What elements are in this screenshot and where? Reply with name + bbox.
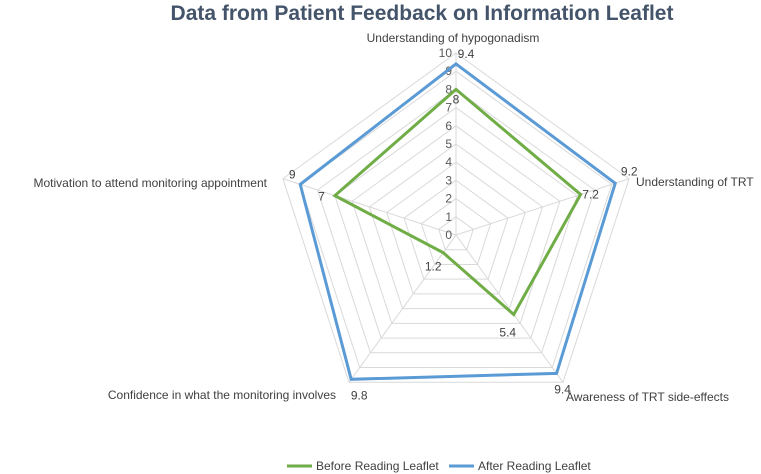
- grid-spoke-2: [455, 234, 564, 383]
- grid-ring-7: [334, 106, 578, 339]
- tick-label-7: 7: [445, 101, 452, 115]
- data-label-after-1: 9.2: [621, 164, 638, 178]
- grid-ring-8: [316, 88, 596, 354]
- tick-label-3: 3: [445, 173, 452, 187]
- grid-spoke-4: [282, 178, 457, 236]
- tick-label-2: 2: [445, 192, 452, 206]
- data-label-before-2: 5.4: [499, 326, 516, 340]
- radar-series: [298, 62, 617, 381]
- tick-label-6: 6: [445, 119, 452, 133]
- category-label-2: Awareness of TRT side-effects: [566, 390, 729, 404]
- category-label-0: Understanding of hypogonadism: [367, 31, 540, 45]
- legend-label-before: Before Reading Leaflet: [316, 459, 439, 473]
- grid-ring-10: [282, 52, 630, 383]
- grid-spoke-1: [455, 178, 630, 236]
- grid-ring-6: [351, 125, 561, 324]
- category-label-4: Motivation to attend monitoring appointm…: [34, 176, 268, 190]
- tick-label-10: 10: [439, 46, 453, 60]
- category-label-1: Understanding of TRT: [636, 175, 754, 189]
- tick-label-5: 5: [445, 137, 452, 151]
- data-label-before-0: 8: [453, 92, 460, 106]
- legend-label-after: After Reading Leaflet: [478, 459, 591, 473]
- grid-ring-3: [403, 179, 509, 280]
- data-label-before-4: 7: [318, 190, 325, 204]
- chart-title: Data from Patient Feedback on Informatio…: [171, 2, 674, 25]
- tick-label-8: 8: [445, 82, 452, 96]
- grid-ring-4: [386, 161, 526, 295]
- data-label-after-2: 9.4: [554, 382, 571, 396]
- data-label-after-4: 9: [289, 167, 296, 181]
- data-label-before-3: 1.2: [425, 260, 442, 274]
- data-label-before-1: 7.2: [582, 188, 599, 202]
- grid-ring-1: [438, 216, 474, 251]
- tick-label-1: 1: [445, 210, 452, 224]
- category-label-3: Confidence in what the monitoring involv…: [108, 388, 336, 402]
- series-line-0: [332, 87, 583, 317]
- tick-label-4: 4: [445, 155, 452, 169]
- series-line-1: [298, 62, 617, 381]
- grid-ring-5: [368, 143, 544, 310]
- grid-spoke-3: [348, 234, 457, 383]
- tick-label-0: 0: [445, 228, 452, 242]
- data-label-after-3: 9.8: [351, 388, 368, 402]
- data-label-after-0: 9.4: [458, 47, 475, 61]
- legend: Before Reading Leaflet After Reading Lea…: [287, 459, 591, 473]
